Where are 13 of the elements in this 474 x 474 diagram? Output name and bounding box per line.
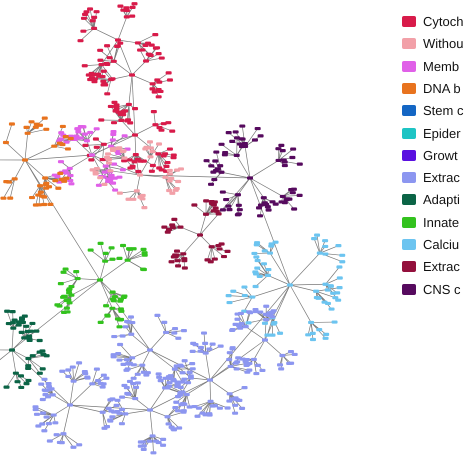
legend-label: DNA b bbox=[423, 80, 461, 96]
legend-label: Adapti bbox=[423, 192, 460, 208]
legend-label: Innate bbox=[423, 214, 460, 230]
legend-label: Growt bbox=[423, 148, 458, 163]
legend-label: Memb bbox=[423, 58, 460, 74]
legend-label: Calciu bbox=[423, 237, 460, 252]
legend-label: Extrac bbox=[423, 259, 460, 274]
legend-label: Withou bbox=[423, 36, 464, 52]
legend-label: Stem c bbox=[423, 103, 464, 118]
legend-label: Epider bbox=[423, 126, 461, 140]
legend-label: Extrac bbox=[423, 170, 460, 186]
legend-label: Cytoch bbox=[423, 14, 464, 29]
legend-label: CNS c bbox=[423, 282, 461, 297]
